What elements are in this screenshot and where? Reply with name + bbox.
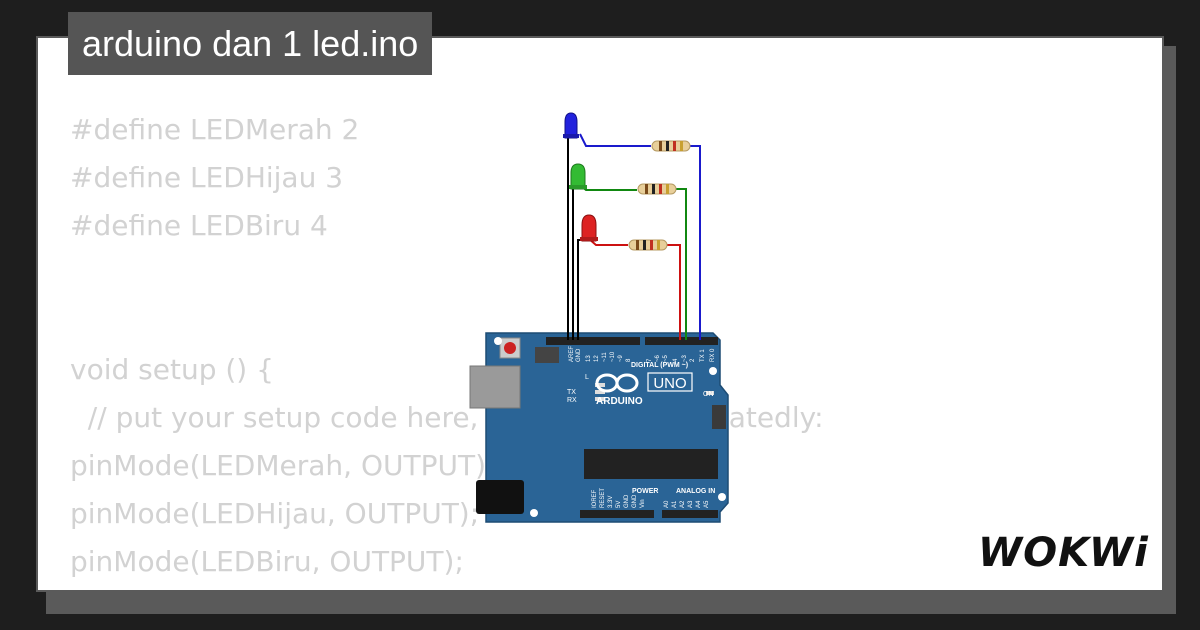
code-line: #define LEDMerah 2 [70, 113, 360, 146]
pin-label: ~5 [663, 354, 669, 362]
resistor-green [637, 183, 677, 195]
led-blue[interactable] [563, 112, 579, 139]
pin-label: A4 [696, 500, 702, 508]
analog-header-label: ANALOG IN [676, 488, 715, 495]
led-label-l: L [585, 374, 589, 381]
pin-label: 8 [626, 358, 632, 362]
project-title: arduino dan 1 led.ino [68, 12, 433, 75]
led-label-rx: RX [567, 397, 577, 404]
pin-label: 2 [690, 358, 696, 362]
pin-label: 5V [616, 501, 622, 508]
wokwi-logo: WOKWi [978, 530, 1149, 576]
code-line: pinMode(LEDBiru, OUTPUT); [70, 545, 464, 578]
led-label-tx: TX [567, 389, 576, 396]
led-green[interactable] [569, 163, 587, 190]
pin-label: ~11 [602, 352, 608, 362]
pin-label: ~10 [610, 351, 616, 362]
code-line: #define LEDBiru 4 [70, 209, 328, 242]
digital-header-label: DIGITAL (PWM ~) [631, 362, 688, 369]
power-header-label: POWER [632, 488, 658, 495]
arduino-infinity-logo [595, 373, 639, 393]
arduino-uno-board: UNO ARDUINO DIGITAL (PWM ~) ANALOG IN PO… [469, 332, 729, 523]
pin-label: 4 [673, 358, 679, 362]
pin-label: 13 [586, 355, 592, 362]
pin-label: ~9 [618, 354, 624, 362]
board-model-label: UNO [653, 375, 686, 392]
resistor-blue [651, 140, 691, 152]
wire-green-pin3 [676, 188, 687, 340]
digital-header-left [546, 337, 640, 345]
wire-blue-led [579, 133, 651, 147]
on-label: ON [703, 391, 714, 398]
code-line: pinMode(LEDMerah, OUTPUT); [70, 449, 496, 482]
led-red[interactable] [580, 214, 598, 242]
pin-label: Vin [640, 499, 646, 508]
power-header [580, 510, 654, 518]
pin-label: TX 1 [700, 349, 706, 362]
pin-label: GND [576, 348, 582, 362]
wire-gnd-red [577, 239, 582, 340]
board-brand-label: ARDUINO [596, 396, 643, 407]
microcontroller-chip [584, 449, 718, 479]
resistors [628, 140, 691, 251]
code-line: void setup () { [70, 353, 274, 386]
wire-blue-pin4 [690, 145, 701, 340]
pin-label: A3 [688, 500, 694, 508]
pin-label: A2 [680, 500, 686, 508]
wire-green-led [579, 184, 637, 191]
wire-gnd-green [572, 185, 574, 340]
code-line: pinMode(LEDHijau, OUTPUT); [70, 497, 480, 530]
pin-label: RX 0 [710, 348, 716, 362]
pin-label: ~6 [655, 354, 661, 362]
analog-header [662, 510, 718, 518]
pin-label: IOREF [592, 489, 598, 508]
pin-label: 3.3V [608, 496, 614, 508]
pin-label: GND [624, 494, 630, 508]
pin-label: 12 [594, 355, 600, 362]
pin-label: 7 [647, 358, 653, 362]
pin-label: A5 [704, 500, 710, 508]
pin-label: A0 [664, 500, 670, 508]
wire-red-pin2 [667, 244, 681, 340]
reset-button[interactable] [504, 342, 516, 354]
pin-label: ~3 [682, 354, 688, 362]
preview-card: #define LEDMerah 2 #define LEDHijau 3 #d… [36, 36, 1164, 592]
pin-label: AREF [569, 346, 575, 362]
pin-label: GND [632, 494, 638, 508]
resistor-red [628, 239, 668, 251]
code-line: #define LEDHijau 3 [70, 161, 344, 194]
usb-connector [469, 365, 521, 409]
pin-label: A1 [672, 500, 678, 508]
digital-header-right [645, 337, 718, 345]
power-jack [476, 480, 524, 514]
pin-label: RESET [600, 488, 606, 508]
wokwi-logo-text: WOKWi [978, 530, 1149, 576]
